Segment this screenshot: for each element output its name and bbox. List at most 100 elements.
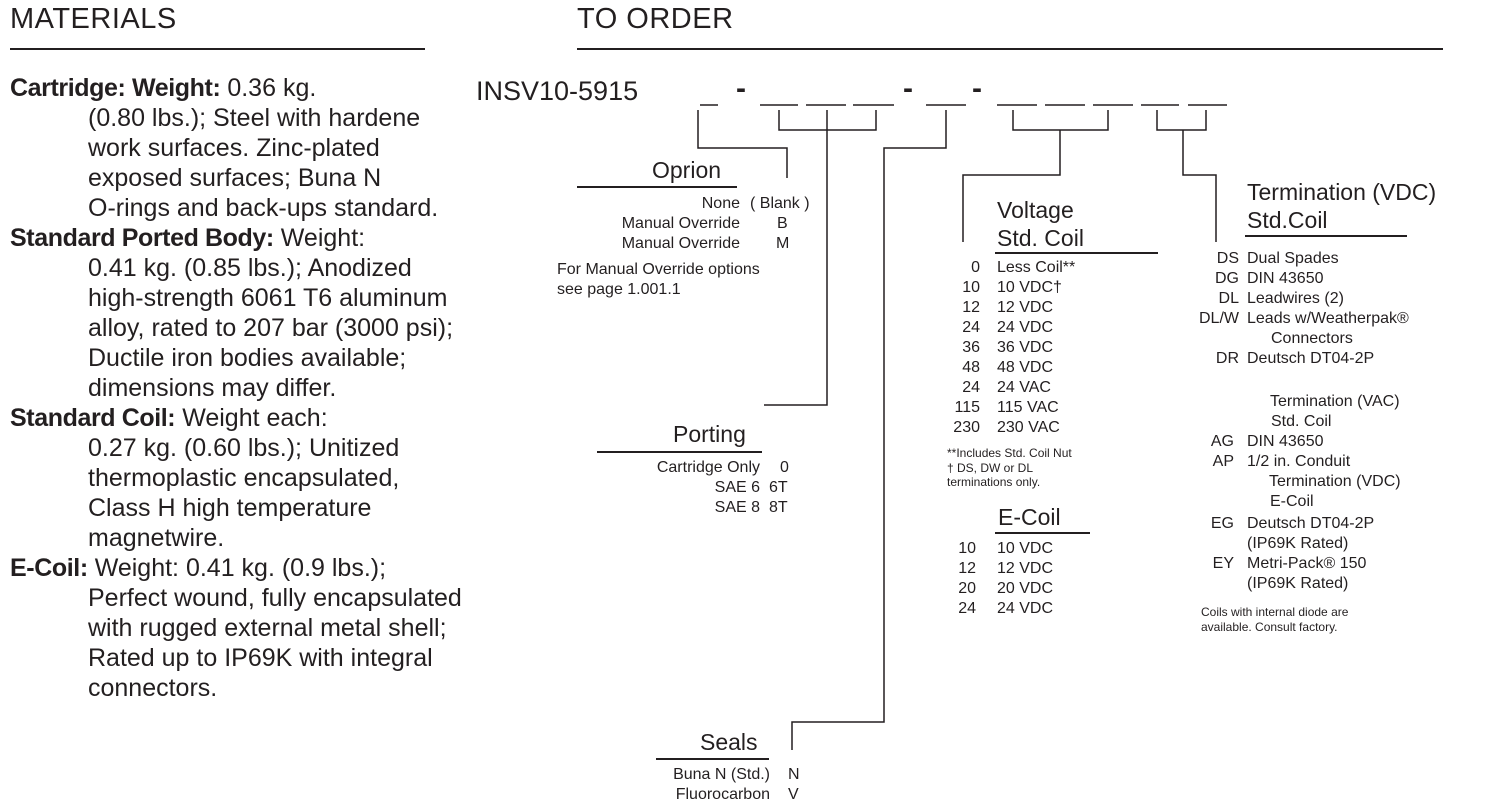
text-line: (0.80 lbs.); Steel with hardene [88, 104, 421, 132]
list-item: 12 VDC [997, 299, 1054, 316]
code: 10 [958, 540, 976, 557]
text-line: Class H high temperature [88, 494, 372, 522]
note-line: terminations only. [947, 475, 1041, 489]
porting-title: Porting [673, 421, 746, 447]
ecoil-rule [995, 532, 1090, 534]
termination-title-line: Termination (VDC) [1247, 179, 1437, 205]
ecoil-label: E-Coil: [10, 554, 88, 582]
voltage-codes: 0 10 12 24 36 48 24 115 230 [940, 258, 980, 438]
code: EY [1212, 555, 1234, 572]
vac-title: Termination (VAC) Std. Coil [1270, 392, 1400, 432]
text-line: 0.41 kg. (0.85 lbs.); Anodized [88, 254, 412, 282]
code: V [788, 786, 799, 803]
list-item: (IP69K Rated) [1247, 535, 1349, 552]
list-item: 10 VDC† [997, 279, 1062, 296]
code: 12 [958, 560, 976, 577]
ecoil-term-title-line: Termination (VDC) [1269, 473, 1401, 490]
option-codes: ( Blank ) B M [750, 194, 810, 254]
list-item: (IP69K Rated) [1247, 575, 1349, 592]
list-item: DIN 43650 [1247, 270, 1324, 287]
list-item: 24 VDC [997, 600, 1054, 617]
text-line: O-rings and back-ups standard. [88, 194, 439, 222]
code [1188, 574, 1234, 594]
list-item: 230 VAC [997, 419, 1060, 436]
text-line: Perfect wound, fully encapsulated [88, 584, 462, 612]
list-item: Metri-Pack® 150 [1247, 555, 1367, 572]
list-item: Manual Override [621, 235, 740, 252]
list-item: 24 VDC [997, 319, 1054, 336]
cartridge-line: Cartridge: Weight: 0.36 kg. [10, 73, 462, 103]
list-item: 48 VDC [997, 359, 1054, 376]
materials-rule [10, 48, 425, 50]
porting-rule [597, 451, 762, 453]
code: 48 [962, 359, 980, 376]
code [1188, 329, 1239, 349]
list-item: 12 VDC [997, 560, 1054, 577]
seals-codes: N V [788, 765, 800, 805]
code: 20 [958, 580, 976, 597]
code: DL/W [1199, 310, 1239, 327]
list-item: Connectors [1271, 330, 1353, 347]
voltage-list: Less Coil** 10 VDC† 12 VDC 24 VDC 36 VDC… [997, 258, 1075, 438]
list-item: Deutsch DT04-2P [1247, 515, 1375, 532]
list-item: Dual Spades [1247, 250, 1339, 267]
dash-2: - [903, 72, 913, 105]
list-item: 115 VAC [997, 399, 1059, 416]
cartridge-text: 0.36 kg. [220, 74, 317, 102]
termination-list: Dual Spades DIN 43650 Leadwires (2) Lead… [1247, 249, 1409, 369]
text-line: 0.27 kg. (0.60 lbs.); Unitized [88, 434, 400, 462]
vac-title-line: Std. Coil [1271, 413, 1332, 430]
note-line: † DS, DW or DL [947, 460, 1034, 475]
dash-1: - [736, 72, 746, 105]
code: 115 [954, 399, 980, 416]
coil-text: Weight each: [175, 404, 328, 432]
text-line: Rated up to IP69K with integral [88, 644, 433, 672]
cartridge-details: (0.80 lbs.); Steel with hardene work sur… [10, 103, 462, 223]
code: 0 [780, 459, 789, 476]
voltage-title: Voltage Std. Coil [997, 196, 1084, 252]
ecoil-term-title: Termination (VDC) E-Coil [1269, 472, 1401, 512]
vac-codes: AG AP [1188, 432, 1234, 472]
voltage-notes: **Includes Std. Coil Nut † DS, DW or DL … [947, 446, 1072, 490]
code: 230 [953, 419, 980, 436]
voltage-title-line: Std. Coil [997, 225, 1084, 251]
order-rule [577, 48, 1443, 50]
coil-line: Standard Coil: Weight each: [10, 403, 462, 433]
code [1188, 534, 1234, 554]
text-line: magnetwire. [88, 524, 225, 552]
note-line: For Manual Override options [557, 261, 760, 278]
code: 6T [769, 479, 788, 496]
list-item: Buna N (Std.) [673, 766, 770, 783]
text-line: thermoplastic encapsulated, [88, 464, 400, 492]
ecoil-codes: 10 12 20 24 [940, 539, 976, 619]
porting-list: Cartridge Only SAE 6 SAE 8 [580, 458, 760, 518]
option-note: For Manual Override options see page 1.0… [557, 260, 760, 300]
list-item: Leads w/Weatherpak® [1247, 310, 1409, 327]
list-item: SAE 8 [714, 499, 760, 516]
code: 24 [962, 379, 980, 396]
code: B [777, 215, 788, 232]
code: AG [1210, 433, 1234, 450]
voltage-title-line: Voltage [997, 197, 1074, 223]
code: 24 [962, 319, 980, 336]
termination-title-line: Std.Coil [1247, 207, 1328, 233]
code: 10 [962, 279, 980, 296]
materials-heading: MATERIALS [10, 3, 177, 35]
seals-rule [656, 758, 769, 760]
ecoil-term-list: Deutsch DT04-2P (IP69K Rated) Metri-Pack… [1247, 514, 1374, 594]
termination-rule [1245, 235, 1407, 237]
code: 12 [962, 299, 980, 316]
note-line: **Includes Std. Coil Nut [947, 446, 1072, 460]
text-line: Ductile iron bodies available; [88, 344, 407, 372]
ecoil-line: E-Coil: Weight: 0.41 kg. (0.9 lbs.); [10, 553, 462, 583]
code: 24 [958, 600, 976, 617]
list-item: None [701, 195, 740, 212]
list-item: Fluorocarbon [675, 786, 770, 803]
termination-notes: Coils with internal diode are available.… [1201, 605, 1348, 634]
text-line: connectors. [88, 674, 218, 702]
text-line: high-strength 6061 T6 aluminum [88, 284, 448, 312]
option-list: None Manual Override Manual Override [560, 194, 740, 254]
voltage-rule [995, 252, 1158, 254]
termination-codes: DS DG DL DL/W DR [1188, 249, 1239, 369]
